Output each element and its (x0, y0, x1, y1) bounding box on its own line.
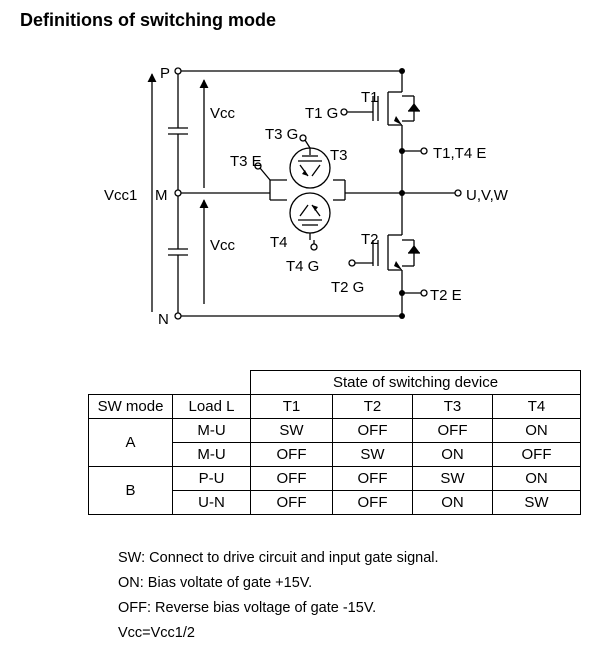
switching-state-table: State of switching device SW mode Load L… (88, 370, 581, 515)
label-n: N (158, 311, 169, 328)
label-m: M (155, 187, 168, 204)
node-dot (399, 190, 405, 196)
terminal-t3-gate (299, 134, 307, 142)
state-cell: SW (412, 466, 493, 491)
terminal-t4-gate (310, 243, 318, 251)
state-cell: OFF (332, 466, 413, 491)
terminal-p (174, 67, 182, 75)
header-t4: T4 (492, 394, 581, 419)
terminal-n (174, 312, 182, 320)
load-cell: U-N (172, 490, 251, 515)
state-cell: SW (250, 418, 333, 443)
terminal-t1t4-e (420, 147, 428, 155)
terminal-t3-emitter (254, 162, 262, 170)
state-cell: SW (492, 490, 581, 515)
label-t4-g: T4 G (286, 258, 319, 275)
node-dot (399, 148, 405, 154)
label-t1: T1 (361, 89, 379, 106)
header-t2: T2 (332, 394, 413, 419)
terminal-uvw (454, 189, 462, 197)
note-sw: SW: Connect to drive circuit and input g… (118, 550, 439, 566)
label-vcc-lower: Vcc (210, 237, 236, 254)
state-cell: OFF (332, 418, 413, 443)
page-title: Definitions of switching mode (20, 10, 276, 30)
state-cell: SW (332, 442, 413, 467)
table-row: M-U OFF SW ON OFF (89, 442, 581, 467)
state-cell: OFF (492, 442, 581, 467)
t4-transistor (289, 192, 331, 234)
label-t2: T2 (361, 231, 379, 248)
table-header-row: SW mode Load L T1 T2 T3 T4 (88, 394, 581, 419)
label-t1-g: T1 G (305, 105, 338, 122)
label-vcc1: Vcc1 (104, 187, 137, 204)
state-cell: OFF (332, 490, 413, 515)
label-t3-e: T3 E (230, 153, 262, 170)
state-cell: ON (492, 466, 581, 491)
label-t3: T3 (330, 147, 348, 164)
header-sw-mode: SW mode (88, 394, 173, 419)
header-t1: T1 (250, 394, 333, 419)
note-vcc: Vcc=Vcc1/2 (118, 625, 195, 641)
table-row: B P-U OFF OFF SW ON (88, 466, 581, 515)
mode-cell: B (88, 466, 173, 515)
load-cell: P-U (172, 466, 251, 491)
label-t2-e: T2 E (430, 287, 462, 304)
mode-cell: A (88, 418, 173, 467)
node-dot (399, 313, 405, 319)
terminal-m (174, 189, 182, 197)
node-dot (399, 68, 405, 74)
circuit-diagram: P M N Vcc1 Vcc Vcc T1 T1 G T3 G T3 E T3 … (104, 65, 509, 328)
note-off: OFF: Reverse bias voltage of gate -15V. (118, 600, 377, 616)
state-cell: OFF (250, 466, 333, 491)
terminal-t2-e (420, 289, 428, 297)
label-p: P (160, 65, 170, 82)
terminal-t2-gate (348, 259, 356, 267)
label-t2-g: T2 G (331, 279, 364, 296)
label-vcc-upper: Vcc (210, 105, 236, 122)
notes: SW: Connect to drive circuit and input g… (118, 546, 439, 646)
load-cell: M-U (172, 418, 251, 443)
header-load: Load L (172, 394, 251, 419)
table-row: A M-U SW OFF OFF ON (88, 418, 581, 467)
state-cell: ON (492, 418, 581, 443)
label-t4: T4 (270, 234, 288, 251)
load-cell: M-U (172, 442, 251, 467)
note-on: ON: Bias voltate of gate +15V. (118, 575, 313, 591)
table-group-header: State of switching device (250, 370, 581, 395)
state-cell: OFF (250, 442, 333, 467)
state-cell: OFF (412, 418, 493, 443)
label-uvw: U,V,W (466, 187, 509, 204)
table-row: U-N OFF OFF ON SW (89, 490, 581, 515)
terminal-t1-gate (340, 108, 348, 116)
label-t3-g: T3 G (265, 126, 298, 143)
state-cell: ON (412, 442, 493, 467)
node-dot (399, 290, 405, 296)
label-t1t4-e: T1,T4 E (433, 145, 486, 162)
state-cell: OFF (250, 490, 333, 515)
state-cell: ON (412, 490, 493, 515)
header-t3: T3 (412, 394, 493, 419)
